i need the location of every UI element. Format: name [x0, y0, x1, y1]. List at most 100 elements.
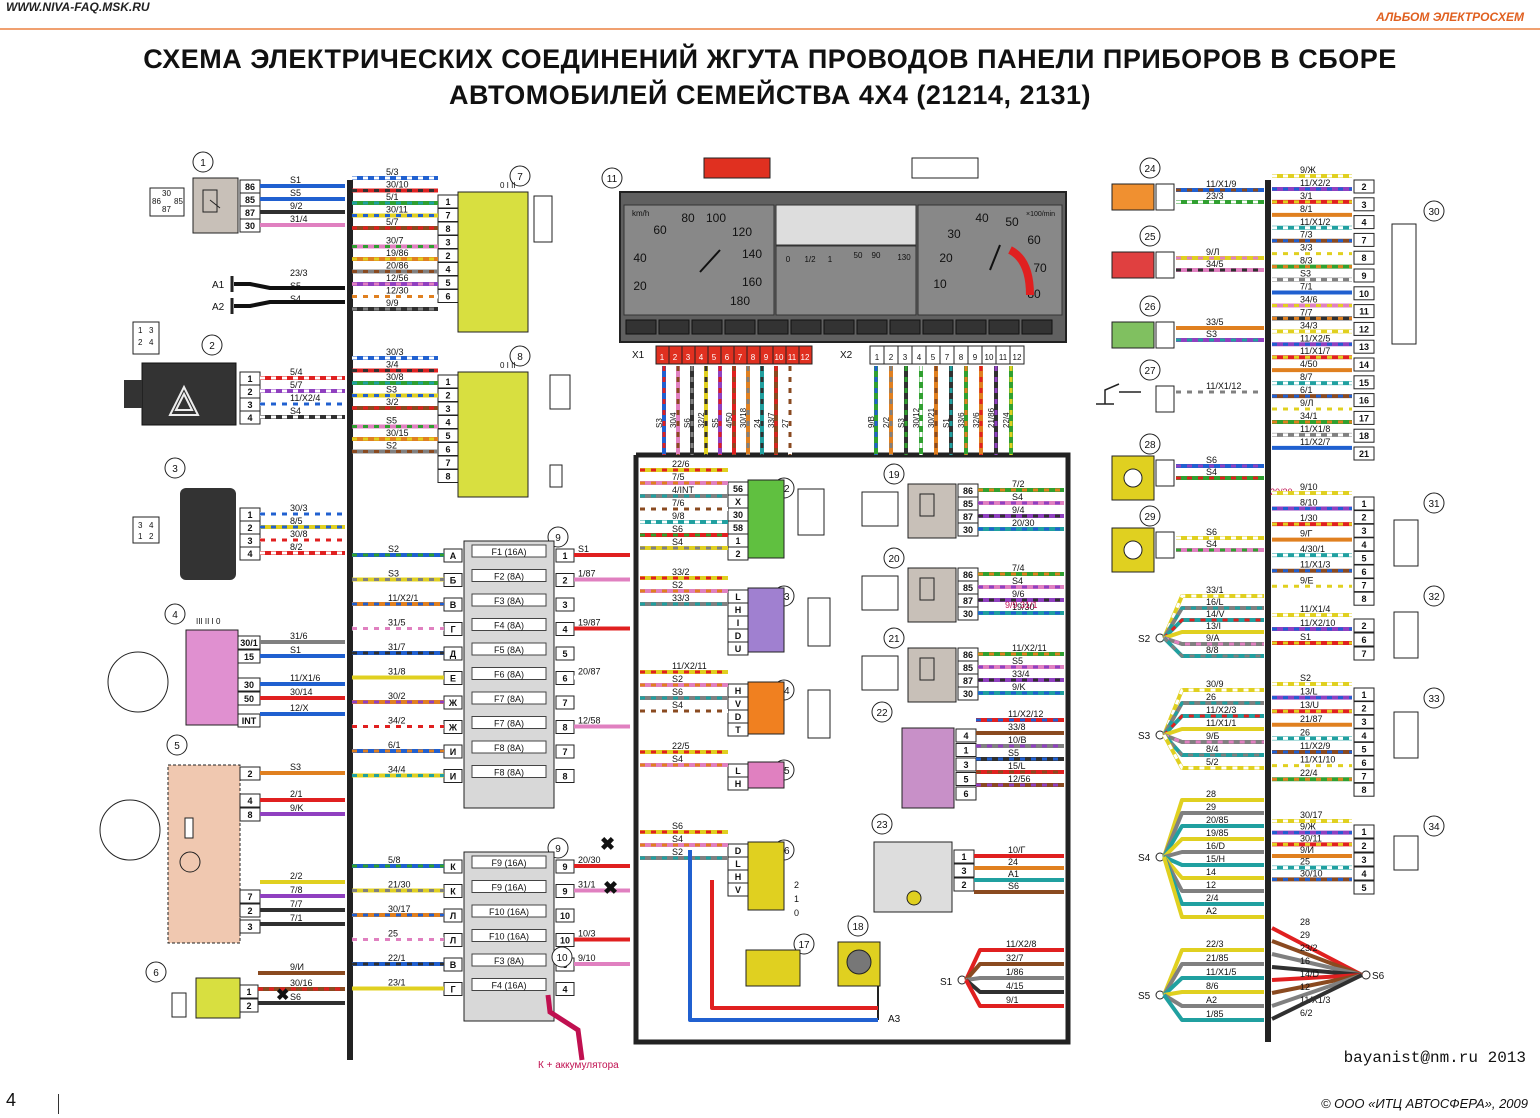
connector-32-wire-label: S1 — [1300, 632, 1311, 642]
column-switch-pin — [239, 919, 261, 934]
connector-33-wire-label: 26 — [1300, 727, 1310, 737]
connector-33-pin-label: 3 — [1361, 717, 1366, 727]
switch-7-wire-label: 5/3 — [386, 167, 399, 177]
cluster-x2-pin-label: 1 — [875, 353, 880, 362]
cluster-x2-wire-label: 33/6 — [957, 412, 966, 428]
switch-14-pin — [727, 722, 749, 737]
ignition-pin-label: 30 — [244, 680, 254, 690]
component-2-number — [201, 334, 223, 356]
switch-16-pin-label: D — [735, 846, 742, 856]
column-switch-pin-label: 2 — [247, 769, 252, 779]
hazard-pin-label: 4 — [247, 413, 252, 423]
relay-1-pin-label: 85 — [245, 195, 255, 205]
component-29-number — [1139, 505, 1161, 527]
component-26-body — [1111, 321, 1155, 349]
fuse-box-1-pin-right-label: 7 — [562, 747, 567, 757]
component-10-number — [551, 946, 573, 968]
splice-s5-wire — [1162, 993, 1264, 1022]
component-10-number-label: 10 — [556, 953, 568, 964]
relay-22-pin — [955, 757, 977, 772]
cluster-x1-pin-label: 12 — [801, 353, 810, 362]
hazard-connector-pin: 2 — [138, 338, 143, 347]
hazard-connector-pin: 4 — [149, 338, 154, 347]
connector-34-pin — [1353, 880, 1375, 895]
switch-7-wire-label: 30/7 — [386, 236, 404, 246]
splice-s6-wire — [1271, 952, 1363, 977]
switch-12-wire-label: 7/5 — [672, 472, 685, 482]
connector-33-pin-label: 7 — [1361, 772, 1366, 782]
splice-s6-wire-label: 12 — [1300, 982, 1310, 992]
fuse-box-2-pin-left-label: К — [450, 887, 456, 897]
splice-s3-wire-label: 26 — [1206, 692, 1216, 702]
connector-31-pin-label: 4 — [1361, 540, 1366, 550]
switch-14-pin-label: V — [735, 699, 741, 709]
relay-3-body — [180, 488, 236, 580]
component-23-lamp-icon — [906, 890, 922, 906]
relay-3-connector-pin: 1 — [138, 532, 143, 541]
warning-lamp — [922, 319, 954, 335]
connector-31-wire-label: 9/Е — [1300, 575, 1314, 585]
cluster-x1-pin-label: 11 — [788, 353, 797, 362]
relay-1-coil — [202, 189, 221, 213]
hazard-connector-view — [132, 321, 160, 355]
connector-34-wire-label: 30/11 — [1300, 833, 1322, 843]
component-23-wire-label: S6 — [1008, 881, 1019, 891]
relay-1-wire-label: S5 — [290, 188, 301, 198]
switch-15-wire-label: 22/5 — [672, 741, 690, 751]
cluster-x2-pin-label: 5 — [931, 353, 936, 362]
site-url[interactable]: WWW.NIVA-FAQ.MSK.RU — [6, 0, 150, 14]
hazard-pin-label: 1 — [247, 374, 252, 384]
splice-s4-wire-label: 16/D — [1206, 841, 1226, 851]
fuse-box-1-fuse — [471, 667, 547, 680]
switch-8-positions: 0 I II — [500, 361, 516, 370]
switch-8-wire-label: 30/3 — [386, 347, 404, 357]
cluster-x2-pin-label: 8 — [959, 353, 964, 362]
connector-30-pin — [1353, 250, 1375, 265]
splice-s1-wire — [964, 979, 1064, 1008]
fuse-box-1-pin-right — [555, 769, 575, 783]
splice-s4-wire — [1163, 855, 1264, 867]
component-3-number — [164, 457, 186, 479]
relay-21-connector-view — [861, 655, 899, 691]
cluster-x2-pin-label: 2 — [889, 353, 894, 362]
connector-30-wire-label: 9/Л — [1300, 398, 1314, 408]
connector-33-wire-label: 11/X2/9 — [1300, 741, 1330, 751]
relay-20-body — [907, 567, 957, 623]
cluster-x1-pin-label: 4 — [699, 353, 704, 362]
switch-13-wire-label: 33/2 — [672, 567, 690, 577]
splice-s4-wire-label: 29 — [1206, 802, 1216, 812]
splice-s4-wire-label: A2 — [1206, 906, 1217, 916]
component-1-number — [192, 151, 214, 173]
tachometer-needle — [989, 244, 1001, 271]
cluster-x2-pin-label: 7 — [945, 353, 950, 362]
connector-31-pin-label: 5 — [1361, 553, 1366, 563]
fuse-cut-mark-1: ✖ — [600, 834, 615, 854]
switch-7-connector-view — [533, 195, 553, 243]
warning-lamp — [625, 319, 657, 335]
connector-30-wire-label: 3/1 — [1300, 191, 1313, 201]
connector-30-pin — [1353, 393, 1375, 408]
fuse-box-1-fuse-label: F1 (16A) — [491, 547, 526, 557]
connector-34-wire-label: 9/И — [1300, 845, 1314, 855]
relay-21-body — [907, 647, 957, 703]
splice-s2-wire — [1163, 636, 1264, 646]
fuse-box-1-fuse — [471, 544, 547, 558]
cluster-x2-wire-label: 2/2 — [882, 416, 891, 428]
connector-30-pin — [1353, 410, 1375, 425]
splice-s6-wire — [1271, 926, 1363, 977]
switch-14-connector-view — [807, 689, 831, 739]
switch-8-pin-label: 7 — [445, 458, 450, 468]
gauges-face — [775, 245, 917, 316]
splice-s5-wire — [1163, 990, 1264, 997]
splice-s4-wire-label: 28 — [1206, 789, 1216, 799]
relay-21-coil — [919, 657, 935, 681]
connector-32-wire-label: 11/X2/10 — [1300, 618, 1335, 628]
connector-30-view — [1391, 223, 1417, 345]
fuse-box-1-pin-left-label: И — [450, 772, 456, 782]
component-23-wire-label: A1 — [1008, 869, 1019, 879]
splice-s2-wire-label: 9/A — [1206, 633, 1220, 643]
component-5-number — [166, 734, 188, 756]
connector-31-view — [1393, 519, 1419, 567]
splice-s3-wire-stripe — [1162, 733, 1264, 757]
relay-22-wire-label: S5 — [1008, 748, 1019, 758]
